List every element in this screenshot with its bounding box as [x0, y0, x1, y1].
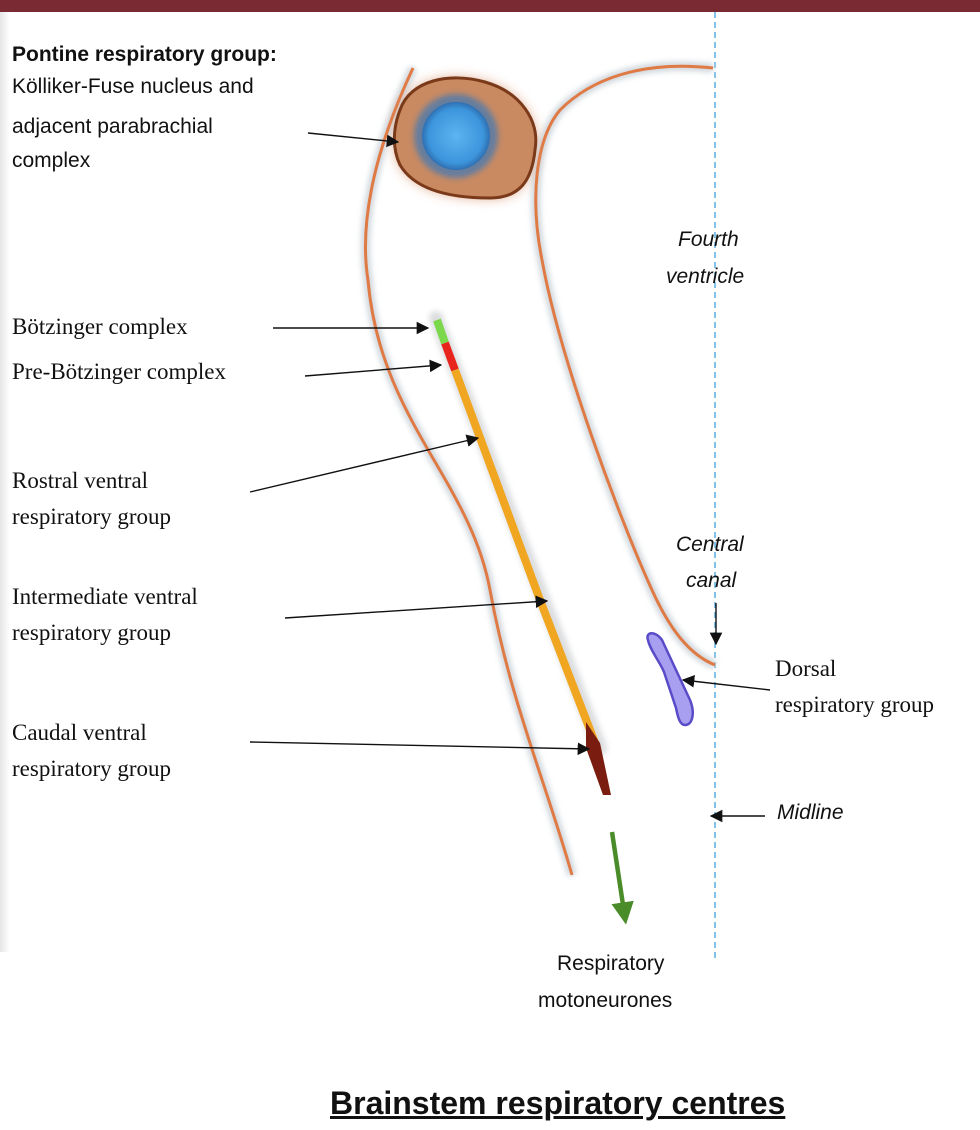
- motoneurone-output-arrow: [612, 832, 625, 918]
- diagram-title: Brainstem respiratory centres: [330, 1085, 785, 1122]
- motoneurones-label-1: Respiratory: [557, 949, 664, 979]
- central-canal-label-2: canal: [686, 566, 736, 596]
- fourth-ventricle-label-1: Fourth: [678, 225, 739, 255]
- dorsal-arrow: [683, 680, 770, 690]
- caudal-arrow: [250, 742, 589, 749]
- central-canal-label-1: Central: [676, 530, 744, 560]
- caudal-label-1: Caudal ventral: [12, 716, 147, 750]
- pre-botzinger-label: Pre-Bötzinger complex: [12, 355, 226, 389]
- rostral-label-1: Rostral ventral: [12, 464, 148, 498]
- caudal-label-2: respiratory group: [12, 752, 171, 786]
- pre-botzinger-arrow: [305, 365, 441, 376]
- rostral-label-2: respiratory group: [12, 500, 171, 534]
- pontine-line-2: adjacent parabrachial: [12, 112, 213, 142]
- fourth-ventricle-label-2: ventricle: [666, 262, 744, 292]
- intermediate-label-1: Intermediate ventral: [12, 580, 198, 614]
- pontine-heading: Pontine respiratory group:: [12, 40, 277, 70]
- brainstem-outline: [365, 66, 715, 875]
- dorsal-label-2: respiratory group: [775, 688, 934, 722]
- motoneurones-label-2: motoneurones: [538, 986, 672, 1016]
- intermediate-arrow: [285, 601, 547, 618]
- midline-label: Midline: [777, 798, 844, 828]
- dorsal-label-1: Dorsal: [775, 652, 836, 686]
- intermediate-label-2: respiratory group: [12, 616, 171, 650]
- pontine-line-3: complex: [12, 146, 90, 176]
- pontine-line-1: Kölliker-Fuse nucleus and: [12, 72, 254, 102]
- botzinger-label: Bötzinger complex: [12, 310, 188, 344]
- pontine-nucleus: [394, 78, 535, 198]
- rostral-ventral-segment: [455, 370, 540, 600]
